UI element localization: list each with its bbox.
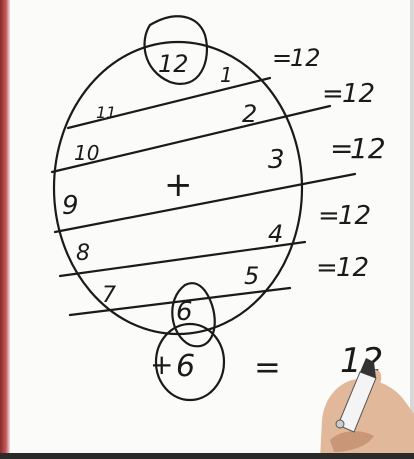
sum-2-value: 12 xyxy=(342,79,375,109)
clock-number-10: 10 xyxy=(74,141,99,165)
clock-number-7: 7 xyxy=(102,283,116,308)
pair-line-2 xyxy=(50,104,332,174)
pair-line-4 xyxy=(58,240,307,278)
clock-number-11: 11 xyxy=(96,103,116,122)
pair-line-5 xyxy=(68,286,292,317)
sum-5-value: 12 xyxy=(336,253,369,283)
clock-number-5: 5 xyxy=(244,262,259,290)
right-edge-strip xyxy=(410,0,414,459)
clock-number-1: 1 xyxy=(220,63,233,87)
sum-3-value: 12 xyxy=(350,132,386,165)
clock-number-3: 3 xyxy=(268,145,285,175)
final-plus-sign: + xyxy=(150,348,173,381)
pair-line-1 xyxy=(66,76,272,130)
clock-number-8: 8 xyxy=(76,241,90,266)
clock-number-9: 9 xyxy=(62,191,79,221)
final-six: 6 xyxy=(176,349,195,384)
left-edge-strip xyxy=(0,0,10,459)
ring-around-12 xyxy=(143,15,209,85)
final-equals: = xyxy=(254,348,281,386)
hand-with-marker xyxy=(320,358,414,459)
sum-5-equals: = xyxy=(316,253,338,283)
bottom-edge-strip xyxy=(0,453,414,459)
sum-1-value: 12 xyxy=(290,44,321,72)
sum-4-value: 12 xyxy=(338,201,371,231)
clock-number-4: 4 xyxy=(268,220,283,248)
clock-number-6: 6 xyxy=(176,297,193,327)
sum-1-equals: = xyxy=(272,44,292,72)
sum-3-equals: = xyxy=(330,132,353,165)
clock-number-12: 12 xyxy=(158,50,189,78)
pair-line-3 xyxy=(53,172,357,234)
sum-2-equals: = xyxy=(322,79,344,109)
sum-4-equals: = xyxy=(318,201,340,231)
clock-number-2: 2 xyxy=(242,100,257,128)
oval-around-plus-six xyxy=(154,322,226,402)
ring-around-6 xyxy=(171,282,216,348)
center-plus-sign: + xyxy=(164,165,193,205)
